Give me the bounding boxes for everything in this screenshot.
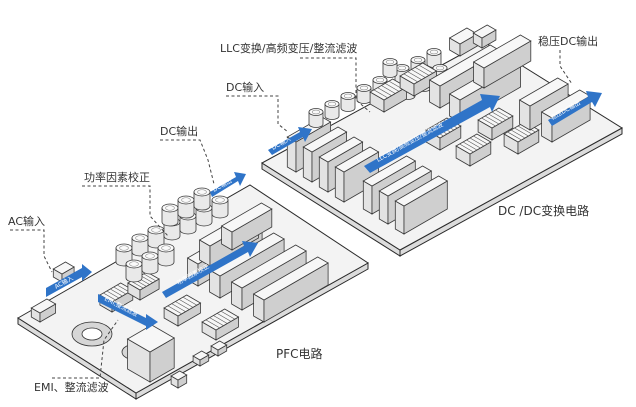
- output-filter-block: [518, 77, 569, 131]
- rectifier-core-3: [477, 107, 514, 141]
- pfc-capacitor-4: [125, 259, 143, 283]
- leader-lines: [10, 50, 573, 379]
- pfc-capacitor-5: [141, 251, 159, 275]
- pfc-inductor: [126, 324, 175, 383]
- label-stable-dc-output: 稳压DC输出: [538, 34, 598, 48]
- dcdc-capacitor-7: [426, 48, 442, 68]
- pfc-core: [163, 294, 202, 327]
- dcdc-components: [286, 24, 591, 235]
- pfc-capacitor-6: [157, 243, 175, 267]
- dcdc-capacitor-1: [324, 100, 340, 120]
- pfc-capacitor-12: [193, 187, 211, 211]
- pfc-capacitor-1: [131, 233, 149, 257]
- pfc-capacitor-11: [177, 195, 195, 219]
- pfc-capacitor-10: [161, 203, 179, 227]
- label-dcdc-circuit: DC /DC变换电路: [498, 203, 589, 218]
- label-pfc-correction: 功率因素校正: [84, 170, 150, 184]
- dcdc-capacitor-0: [308, 108, 324, 128]
- label-dc-input: DC输入: [226, 80, 264, 94]
- dcdc-switch-block: [472, 34, 532, 89]
- small-cap-block: [170, 370, 188, 389]
- label-dc-output: DC输出: [160, 124, 198, 138]
- dcdc-output-block-2: [394, 175, 449, 235]
- pfc-small-part-2: [210, 340, 228, 357]
- dcdc-top-part-2: [472, 24, 497, 49]
- label-ac-input: AC输入: [8, 214, 45, 228]
- label-pfc-circuit: PFC电路: [276, 346, 323, 361]
- dcdc-capacitor-2: [340, 92, 356, 112]
- pfc-heatsink-3: [252, 256, 329, 323]
- fuse-block: [30, 298, 57, 323]
- pfc-switch-block-2: [220, 202, 273, 251]
- pfc-small-part: [192, 350, 210, 367]
- llc-transformer-2: [399, 62, 438, 97]
- dcdc-capacitor-11: [382, 58, 398, 78]
- pfc-core-2: [201, 308, 240, 341]
- rectifier-core-2: [455, 133, 492, 167]
- arrow-label-dc-output: DC输出: [211, 177, 233, 194]
- pfc-capacitor-9: [211, 195, 229, 219]
- label-emi-filter: EMI、整流滤波: [34, 380, 109, 394]
- dcdc-capacitor-3: [356, 84, 372, 104]
- label-llc: LLC变换/高频变压/整流滤波: [220, 41, 357, 55]
